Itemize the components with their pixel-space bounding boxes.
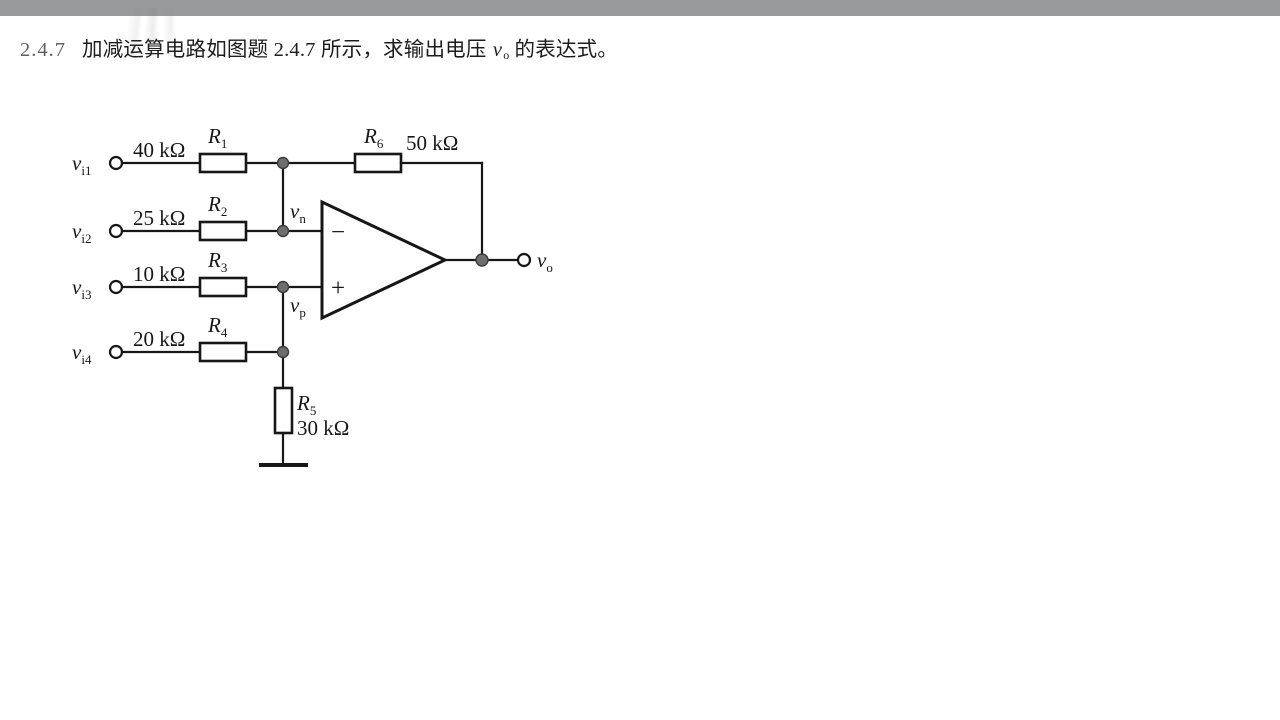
output-terminal-vo bbox=[516, 252, 532, 268]
label-vi1: vi1 bbox=[72, 151, 91, 178]
value-r1: 40 kΩ bbox=[133, 138, 185, 162]
opamp-triangle bbox=[320, 199, 449, 321]
problem-statement: 2.4.7 加减运算电路如图题 2.4.7 所示，求输出电压 vo 的表达式。 bbox=[20, 36, 1220, 66]
value-r6: 50 kΩ bbox=[406, 131, 458, 155]
opamp-noninverting-sign: + bbox=[331, 275, 345, 302]
label-vi3: vi3 bbox=[72, 275, 91, 302]
top-gray-band bbox=[0, 0, 1280, 16]
junction-dot-inverting-top bbox=[276, 156, 290, 170]
value-r5: 30 kΩ bbox=[297, 416, 349, 440]
schematic-svg: vi1 vi2 vi3 vi4 40 kΩ 25 kΩ 10 kΩ 20 kΩ … bbox=[72, 124, 553, 467]
input-terminal-vi2 bbox=[108, 223, 124, 239]
label-vi4: vi4 bbox=[72, 340, 92, 367]
problem-symbol-subscript: o bbox=[503, 48, 510, 62]
input-terminal-vi3 bbox=[108, 279, 124, 295]
opamp-inverting-sign: − bbox=[331, 219, 345, 246]
resistor-r1-body bbox=[198, 152, 248, 174]
value-r4: 20 kΩ bbox=[133, 327, 185, 351]
value-r3: 10 kΩ bbox=[133, 262, 185, 286]
designator-r4: R4 bbox=[207, 313, 228, 340]
input-terminal-vi4 bbox=[108, 344, 124, 360]
designator-r5: R5 bbox=[296, 391, 316, 418]
problem-symbol: v bbox=[492, 39, 503, 61]
junction-dot-vp bbox=[276, 280, 290, 294]
label-vo: vo bbox=[537, 248, 553, 275]
problem-number: 2.4.7 bbox=[20, 39, 66, 61]
label-vi2: vi2 bbox=[72, 219, 91, 246]
problem-text-before: 加减运算电路如图题 2.4.7 所示，求输出电压 bbox=[82, 39, 492, 61]
junction-dot-noninverting-bottom bbox=[276, 345, 290, 359]
label-vp: vp bbox=[290, 293, 306, 320]
value-r2: 25 kΩ bbox=[133, 206, 185, 230]
junction-dot-vn bbox=[276, 224, 290, 238]
designator-r1: R1 bbox=[207, 124, 227, 151]
designator-r2: R2 bbox=[207, 192, 227, 219]
designator-r3: R3 bbox=[207, 248, 227, 275]
circuit-schematic: vi1 vi2 vi3 vi4 40 kΩ 25 kΩ 10 kΩ 20 kΩ … bbox=[0, 80, 640, 500]
input-terminal-vi1 bbox=[108, 155, 124, 171]
resistor-r4-body bbox=[198, 341, 248, 363]
label-vn: vn bbox=[290, 199, 306, 226]
resistor-r6-body bbox=[353, 152, 403, 174]
designator-r6: R6 bbox=[363, 124, 384, 151]
resistor-r3-body bbox=[198, 276, 248, 298]
resistor-r2-body bbox=[198, 220, 248, 242]
junction-dot-output bbox=[475, 253, 489, 267]
resistor-r5-body bbox=[273, 386, 294, 435]
problem-text-after: 的表达式。 bbox=[509, 39, 619, 61]
